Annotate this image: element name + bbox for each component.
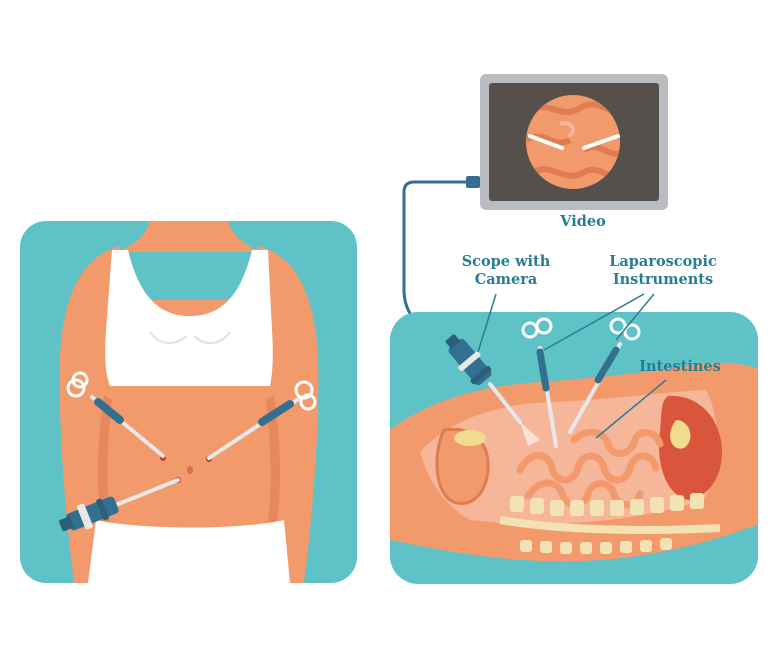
gallbladder — [670, 420, 691, 449]
label-laparoscopic-instruments: Laparoscopic Instruments — [604, 253, 722, 289]
leader-intestines — [595, 379, 667, 439]
label-instruments-line1: Laparoscopic — [609, 253, 717, 270]
label-instruments-line2: Instruments — [612, 271, 714, 288]
label-scope-with-camera: Scope with Camera — [458, 253, 554, 289]
video-monitor — [402, 74, 668, 348]
cable-connector — [466, 176, 480, 188]
label-scope-line1: Scope with — [461, 253, 551, 270]
label-scope-line2: Camera — [474, 271, 538, 288]
label-video-text: Video — [560, 213, 606, 230]
camera-view — [526, 95, 620, 189]
camera-view-tool-left — [528, 134, 564, 150]
torso-shadow-right — [266, 395, 280, 540]
scope-torso — [59, 478, 180, 532]
forceps-left — [66, 371, 165, 458]
leader-lines — [477, 293, 667, 439]
cross-section-panel — [390, 312, 758, 584]
bra-detail — [149, 331, 231, 344]
scope-with-camera — [445, 334, 540, 446]
laparoscopic-instrument-2 — [568, 317, 641, 434]
leader-instrument-2 — [615, 293, 655, 341]
navel — [187, 466, 193, 474]
laparoscopic-instrument-1 — [521, 317, 558, 448]
bra — [105, 250, 273, 386]
underwear — [88, 520, 290, 583]
label-video: Video — [553, 213, 613, 231]
neck — [116, 221, 262, 252]
label-intestines: Intestines — [638, 358, 722, 376]
forceps-right — [207, 380, 317, 460]
abdominal-cavity — [420, 390, 718, 524]
camera-view-tool-right — [582, 134, 620, 150]
spinal-cord — [499, 516, 721, 534]
leader-scope — [477, 293, 497, 353]
vertebrae — [510, 493, 704, 554]
leader-instrument-1 — [543, 293, 645, 351]
torso-panel — [20, 221, 357, 583]
pelvic-organ-highlight — [454, 430, 486, 446]
label-intestines-text: Intestines — [639, 358, 721, 375]
